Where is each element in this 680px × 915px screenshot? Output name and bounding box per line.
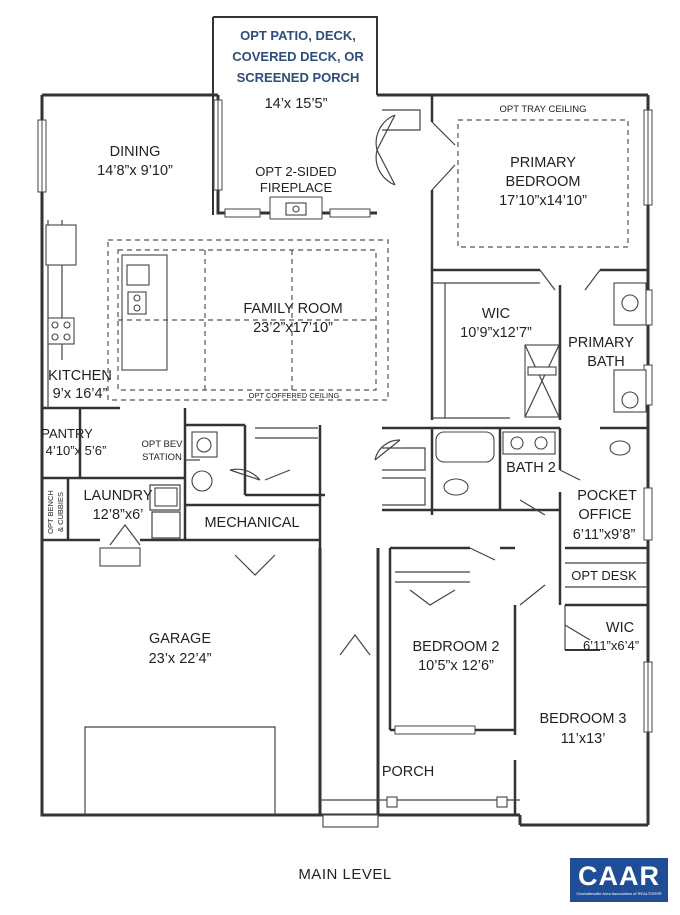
- fixtures: [154, 282, 647, 507]
- doors: [109, 109, 601, 656]
- porch-name: PORCH: [382, 764, 434, 780]
- opt-desk-name: OPT DESK: [571, 568, 637, 583]
- caar-logo: CAAR Charlottesville Area Association of…: [570, 858, 668, 902]
- level-caption: MAIN LEVEL: [298, 866, 392, 883]
- mechanical-name: MECHANICAL: [204, 515, 299, 531]
- primary-bedroom-line2: BEDROOM: [506, 174, 581, 190]
- interior-walls: [42, 95, 648, 828]
- garage-name: GARAGE: [149, 631, 211, 647]
- pantry-name: PANTRY: [41, 426, 93, 441]
- bench-line1: OPT BENCH: [46, 490, 55, 534]
- bath2-name: BATH 2: [506, 460, 556, 476]
- bedroom2-name: BEDROOM 2: [412, 639, 499, 655]
- coffered-ceiling-label: OPT COFFERED CEILING: [249, 391, 340, 400]
- ceiling-outlines: [107, 119, 629, 401]
- exterior-walls: [40, 16, 650, 827]
- dining-dims: 14’8”x 9’10”: [97, 163, 173, 179]
- bedroom3-dims: 11’x13’: [561, 731, 606, 747]
- family-room-dims: 23’2”x17’10”: [253, 320, 333, 336]
- pocket-office-line1: POCKET: [577, 488, 637, 504]
- pocket-office-line2: OFFICE: [578, 507, 631, 523]
- bedroom3-name: BEDROOM 3: [539, 711, 626, 727]
- room-labels: OPT PATIO, DECK, COVERED DECK, OR SCREEN…: [41, 28, 639, 780]
- wic-bed3-dims: 6’11”x6’4”: [583, 638, 639, 653]
- kitchen-dims: 9’x 16’4”: [53, 386, 108, 402]
- primary-bath-line2: BATH: [587, 354, 625, 370]
- pocket-office-dims: 6’11”x9’8”: [573, 527, 636, 543]
- bev-station-line1: OPT BEV: [141, 439, 183, 450]
- bench-line2: & CUBBIES: [56, 492, 65, 532]
- bedroom2-dims: 10’5”x 12’6”: [418, 658, 494, 674]
- wic-primary-name: WIC: [482, 306, 510, 322]
- windows: [37, 99, 653, 808]
- patio-line1: OPT PATIO, DECK,: [240, 28, 356, 43]
- laundry-dims: 12’8”x6’: [93, 507, 144, 523]
- kitchen-name: KITCHEN: [48, 368, 112, 384]
- primary-bedroom-line1: PRIMARY: [510, 155, 576, 171]
- patio-dims: 14’x 15’5”: [265, 96, 328, 112]
- tray-ceiling-label: OPT TRAY CEILING: [500, 104, 587, 115]
- garage-dims: 23’x 22’4”: [149, 651, 212, 667]
- fireplace-line1: OPT 2-SIDED: [255, 164, 336, 179]
- logo-text: CAAR: [578, 861, 660, 891]
- wic-primary-dims: 10’9”x12’7”: [460, 325, 532, 341]
- dining-name: DINING: [110, 144, 161, 160]
- logo-subtext: Charlottesville Area Association of REAL…: [576, 891, 662, 896]
- bev-station-line2: STATION: [142, 452, 182, 463]
- fireplace-line2: FIREPLACE: [260, 180, 333, 195]
- laundry-name: LAUNDRY: [83, 488, 152, 504]
- family-room-name: FAMILY ROOM: [243, 301, 342, 317]
- primary-bedroom-dims: 17’10”x14’10”: [499, 193, 587, 209]
- patio-line3: SCREENED PORCH: [237, 70, 360, 85]
- patio-line2: COVERED DECK, OR: [232, 49, 364, 64]
- primary-bath-line1: PRIMARY: [568, 335, 634, 351]
- pantry-dims: 4’10”x 5’6”: [46, 443, 107, 458]
- wic-bed3-name: WIC: [606, 620, 634, 636]
